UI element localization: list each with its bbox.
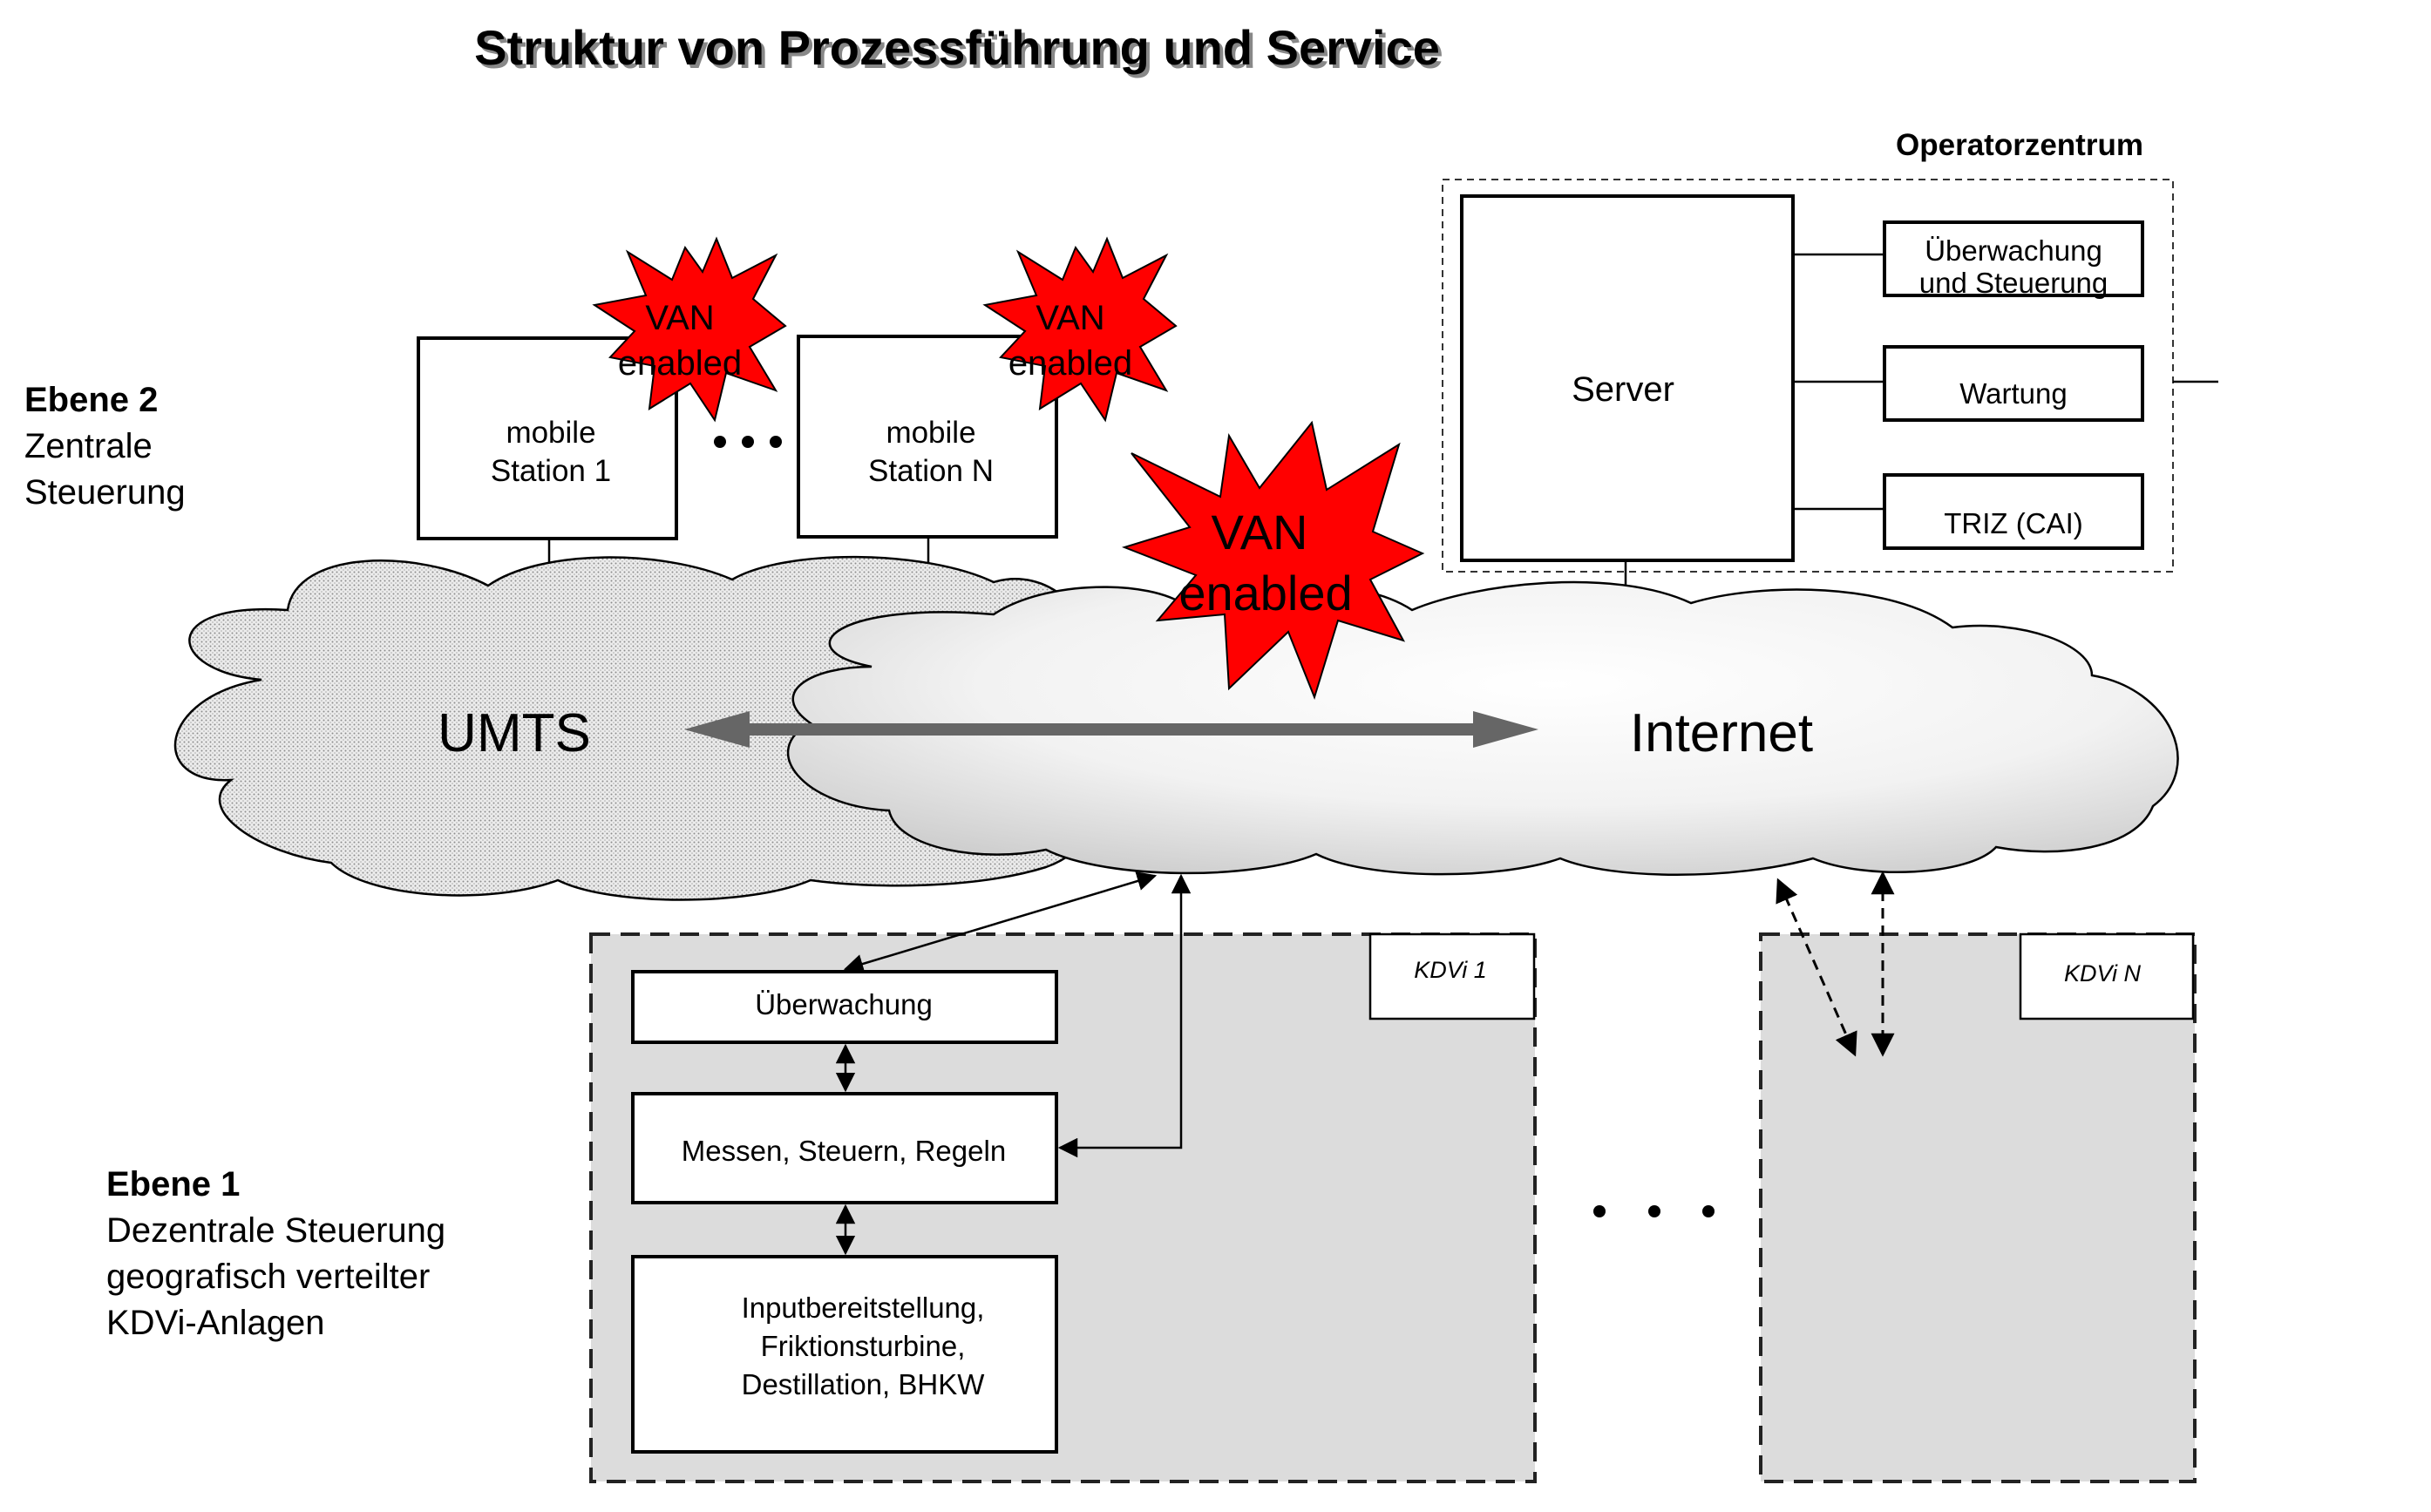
van-enabled-badge: VAN enabled — [982, 236, 1178, 423]
kdvi-n-plant: KDVi N — [1759, 871, 2197, 1483]
station-n-line: mobile — [886, 416, 975, 450]
kdvi-1-plant: KDVi 1 Überwachung Messen, Steuern, Rege… — [589, 932, 1537, 1483]
level-2-title: Ebene 2 — [24, 381, 158, 419]
mobile-station-n: mobile Station N — [797, 335, 1058, 539]
van-badge-line: VAN — [645, 299, 714, 337]
kdvi-1-tag: KDVi 1 — [1414, 957, 1487, 983]
service-line: Überwachung — [1925, 234, 2102, 267]
van-enabled-badge-large: VAN enabled — [1121, 420, 1425, 701]
arrow-kdvi-n-internet — [1776, 878, 1857, 1057]
level-1-line: KDVi-Anlagen — [106, 1304, 325, 1342]
van-badge-line: VAN — [1036, 299, 1104, 337]
level-2-line: Steuerung — [24, 473, 186, 512]
stations-ellipsis — [714, 436, 782, 448]
operator-center-label: Operatorzentrum — [1896, 128, 2143, 162]
module-input-line: Inputbereitstellung, — [742, 1292, 985, 1324]
module-input-line: Destillation, BHKW — [742, 1368, 986, 1400]
level-1-line: Dezentrale Steuerung — [106, 1211, 445, 1250]
module-msr-label: Messen, Steuern, Regeln — [682, 1135, 1006, 1167]
service-box — [1883, 345, 2144, 422]
umts-internet-arrow — [684, 711, 1538, 748]
module-input — [631, 1255, 1058, 1454]
station-1-line: mobile — [506, 416, 595, 450]
level-1-label: Ebene 1 Dezentrale Steuerung geografisch… — [106, 1165, 445, 1342]
kdvi-n-tag-box — [2019, 932, 2195, 1020]
internet-label: Internet — [1630, 703, 1813, 763]
operator-center: Operatorzentrum Server Überwachung und S… — [1442, 128, 2218, 573]
station-n-line: Station N — [868, 454, 994, 488]
kdvi-1-tag-box — [1368, 932, 1536, 1020]
module-msr — [631, 1092, 1058, 1204]
van-badge-line: VAN — [1212, 505, 1308, 559]
station-1-line: Station 1 — [491, 454, 611, 488]
title-shadow: Struktur von Prozessführung und Service — [478, 24, 1443, 78]
mobile-station-1: mobile Station 1 — [417, 336, 678, 540]
van-badge-line: enabled — [1008, 344, 1132, 383]
service-line: TRIZ (CAI) — [1944, 507, 2082, 539]
module-ueberwachung-label: Überwachung — [755, 988, 933, 1020]
arrow-msr-internet — [1057, 873, 1192, 1158]
service-line: Wartung — [1959, 377, 2068, 410]
van-enabled-badge: VAN enabled — [592, 236, 787, 423]
plants-ellipsis — [1593, 1205, 1715, 1217]
umts-label: UMTS — [438, 703, 591, 763]
diagram-title: Struktur von Prozessführung und Service — [474, 20, 1440, 75]
level-2-line: Zentrale — [24, 427, 153, 465]
server-label: Server — [1572, 370, 1674, 409]
module-input-line: Friktionsturbine, — [761, 1330, 966, 1362]
level-1-title: Ebene 1 — [106, 1165, 240, 1203]
module-ueberwachung — [631, 970, 1058, 1044]
service-box — [1883, 473, 2144, 550]
kdvi-n-tag: KDVi N — [2064, 960, 2142, 987]
level-2-label: Ebene 2 Zentrale Steuerung — [24, 381, 186, 512]
level-1-line: geografisch verteilter — [106, 1258, 430, 1296]
van-badge-line: enabled — [618, 344, 742, 383]
service-box — [1883, 220, 2144, 297]
van-badge-line: enabled — [1178, 566, 1352, 620]
server-box — [1460, 194, 1795, 562]
service-line: und Steuerung — [1919, 267, 2108, 299]
